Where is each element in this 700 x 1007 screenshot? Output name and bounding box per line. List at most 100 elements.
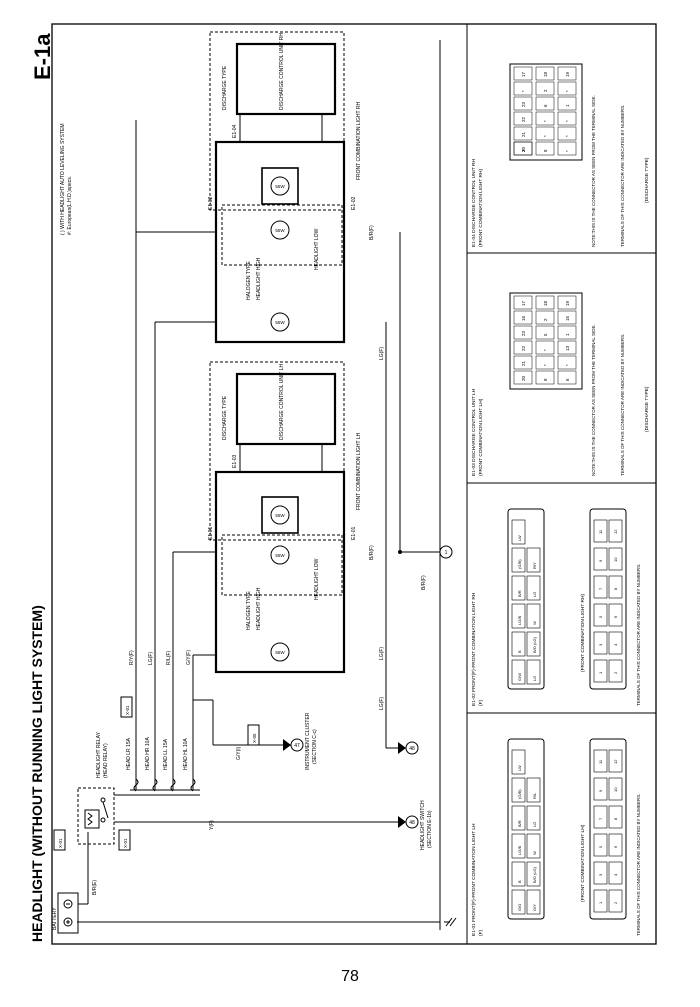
- ground-symbol: [444, 917, 457, 927]
- pin-label: 23: [521, 330, 526, 336]
- panel-4: E1-04 DISCHARGE CONTROL UNIT RH(FRONT CO…: [471, 63, 650, 247]
- connector-pin: [513, 96, 533, 111]
- pin-label: G/W: [517, 673, 522, 681]
- terminal-number: 5: [598, 615, 603, 618]
- svg-text:HEAD LR 15A: HEAD LR 15A: [126, 737, 132, 770]
- connector-pin: [535, 370, 555, 385]
- svg-text:55W: 55W: [275, 513, 285, 518]
- connector-pin: [511, 889, 526, 915]
- terminal-cell: [593, 575, 608, 599]
- wire-yf: Y(F): [209, 820, 215, 830]
- connector-pin: [513, 325, 533, 340]
- pin-label: 18: [543, 71, 548, 77]
- panel-note-2: TERMINALS OF THIS CONNECTOR ARE INDICATE…: [620, 334, 625, 476]
- svg-text:G/Y(I): G/Y(I): [236, 746, 242, 760]
- bulb-rh-high: [270, 312, 290, 332]
- connector-pin: [513, 126, 533, 141]
- panel-3: E1-03 DISCHARGE CONTROL UNIT LH(FRONT CO…: [471, 292, 650, 476]
- svg-text:HEAD HL 10A: HEAD HL 10A: [183, 738, 189, 770]
- front-combination-light-rh: DISCHARGE CONTROL UNIT RH DISCHARGE TYPE…: [208, 31, 362, 344]
- connector-pin: [535, 96, 555, 111]
- connector-pin: [535, 111, 555, 126]
- svg-text:DISCHARGE TYPE: DISCHARGE TYPE: [222, 395, 228, 440]
- terminal-number: 10: [613, 787, 618, 792]
- pin-label: (G/B): [517, 559, 522, 569]
- fuse-block: HEAD LR 15A HEAD HR 10A HEAD LL 15A HEAD…: [126, 710, 196, 792]
- terminal-number: 8: [613, 587, 618, 590]
- terminal-cell: [593, 547, 608, 571]
- terminal-cell: [608, 861, 623, 885]
- svg-text:55W: 55W: [275, 320, 285, 325]
- connector-pin: [535, 310, 555, 325]
- svg-text:FRONT COMBINATION LIGHT RH: FRONT COMBINATION LIGHT RH: [356, 102, 362, 180]
- connector-pin: [557, 126, 577, 141]
- connector-pin: [526, 777, 541, 803]
- connector-pin: [513, 310, 533, 325]
- svg-text:HEAD HR 10A: HEAD HR 10A: [145, 737, 151, 770]
- terminal-cell: [593, 603, 608, 627]
- panel-title: E1-04 DISCHARGE CONTROL UNIT RH: [471, 159, 477, 247]
- panel-caption: (DISCHARGE TYPE): [644, 386, 650, 432]
- terminal-number: 6: [613, 845, 618, 848]
- svg-text:HALOGEN TYPE: HALOGEN TYPE: [246, 261, 252, 300]
- pin-label: LG/B: [517, 846, 522, 855]
- pin-label: *: [521, 90, 526, 92]
- svg-text:B/R(F): B/R(F): [421, 575, 427, 590]
- terminal-number: 10: [613, 557, 618, 562]
- svg-text:INSTRUMENT CLUSTER: INSTRUMENT CLUSTER: [305, 712, 311, 770]
- panel-subtitle: (F): [478, 929, 484, 936]
- svg-text:LG(F): LG(F): [379, 647, 385, 660]
- svg-text:FRONT COMBINATION LIGHT LH: FRONT COMBINATION LIGHT LH: [356, 432, 362, 510]
- pin-label: 3: [521, 149, 526, 152]
- page-title: HEADLIGHT (WITHOUT RUNNING LIGHT SYSTEM): [29, 605, 45, 942]
- terminal-number: 3: [598, 643, 603, 646]
- pin-label: 1: [565, 104, 570, 107]
- connector-pin: [557, 295, 577, 310]
- connector-face: [509, 63, 583, 161]
- panel-note: TERMINALS OF THIS CONNECTOR ARE INDICATE…: [636, 564, 641, 706]
- pin-label: LG: [532, 676, 537, 681]
- pin-label: R/Y: [532, 562, 537, 569]
- pin-label: 6: [565, 378, 570, 381]
- legend-note-2: #: European(L.H.D.)specs.: [67, 176, 73, 235]
- panel-subtitle: (FRONT COMBINATION LIGHT RH): [478, 169, 484, 247]
- bulb-rh-discharge: [270, 176, 290, 196]
- connector-back: [589, 738, 627, 920]
- ref-1: [439, 545, 453, 559]
- terminal-cell: [608, 777, 623, 801]
- pin-label: LG: [532, 822, 537, 827]
- connector-pin: [557, 141, 577, 156]
- connector-pin: [511, 777, 526, 803]
- pin-label: LW: [517, 535, 522, 541]
- terminal-cell: [608, 805, 623, 829]
- terminal-cell: [593, 631, 608, 655]
- connector-pin: [511, 603, 526, 629]
- pin-label: 17: [521, 71, 526, 77]
- connector-pin: [526, 575, 541, 601]
- panel-title: E1-01 FRONT(F)-FRONT COMBINATION LIGHT L…: [471, 823, 477, 936]
- connector-pin: [513, 370, 533, 385]
- svg-text:55W: 55W: [275, 184, 285, 189]
- terminal-number: 7: [598, 587, 603, 590]
- connector-pin: [511, 547, 526, 573]
- pin-label: 8: [543, 378, 548, 381]
- panel-2: E1-02 FRONT(F)-FRONT COMBINATION LIGHT R…: [471, 508, 641, 706]
- terminal-number: 4: [613, 643, 618, 646]
- svg-text:LG(F): LG(F): [379, 347, 385, 360]
- connector-pin: [557, 111, 577, 126]
- terminal-number: 8: [613, 817, 618, 820]
- terminal-cell: [608, 519, 623, 543]
- svg-text:HEADLIGHT SWITCH: HEADLIGHT SWITCH: [420, 800, 426, 850]
- connector-back: [589, 508, 627, 690]
- connector-pin: [526, 889, 541, 915]
- page-number: 78: [341, 968, 359, 985]
- connector-pin: [557, 325, 577, 340]
- svg-text:E1-01: E1-01: [351, 526, 357, 540]
- svg-text:B/R(F): B/R(F): [369, 545, 375, 560]
- pin-label: 21: [521, 360, 526, 366]
- connector-pin: [557, 355, 577, 370]
- terminal-cell: [593, 659, 608, 683]
- pin-label: W: [532, 851, 537, 855]
- connector-pin: [526, 805, 541, 831]
